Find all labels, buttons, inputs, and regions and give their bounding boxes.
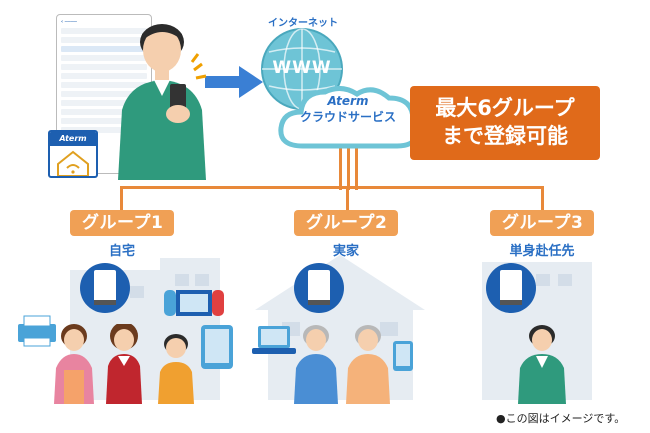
tablet-icon-group1 <box>201 325 233 369</box>
group-2-badge: グループ2 <box>294 210 398 236</box>
router-icon-group1 <box>80 263 130 313</box>
connector-drop-1 <box>120 186 123 212</box>
internet-label: インターネット <box>268 18 338 29</box>
group-1-place: 自宅 <box>108 244 135 259</box>
group-3-place: 単身赴任先 <box>509 244 575 259</box>
connector-drop-2 <box>346 186 349 212</box>
router-icon-group3 <box>486 263 536 313</box>
group-2-place: 実家 <box>332 244 359 259</box>
family-group1 <box>54 324 194 404</box>
home-wifi-icon <box>57 150 89 176</box>
max-groups-line1: 最大6グループ <box>435 96 575 120</box>
cloud-brand: Aterm <box>327 94 369 108</box>
printer-icon <box>18 315 56 347</box>
max-groups-badge: 最大6グループ まで登録可能 <box>410 86 600 160</box>
connector-vertical-c <box>355 140 358 190</box>
connector-drop-3 <box>541 186 544 212</box>
router-icon-group2 <box>294 263 344 313</box>
person-group3 <box>518 325 566 404</box>
group-3-badge: グループ3 <box>490 210 594 236</box>
aterm-app-card: Aterm <box>48 130 98 178</box>
person-with-phone <box>118 24 207 180</box>
elderly-couple-group2 <box>294 325 390 404</box>
cloud-label: Aterm クラウドサービス <box>278 94 418 125</box>
arrow-right-icon <box>205 66 263 98</box>
connector-horizontal <box>120 186 544 189</box>
group-1-badge: グループ1 <box>70 210 174 236</box>
laptop-icon <box>252 326 296 354</box>
max-groups-line2: まで登録可能 <box>442 124 568 148</box>
connector-vertical-b <box>347 140 350 190</box>
www-label: WWW <box>272 58 332 78</box>
aterm-card-brand: Aterm <box>50 132 96 146</box>
cloud-service: クラウドサービス <box>299 110 396 124</box>
image-disclaimer: ●この図はイメージです。 <box>496 412 626 425</box>
connector-vertical-a <box>339 140 342 190</box>
game-console-icon <box>164 290 224 316</box>
app-screen-header: ‹ ──── <box>61 19 77 25</box>
tablet-icon-group2 <box>393 341 413 371</box>
